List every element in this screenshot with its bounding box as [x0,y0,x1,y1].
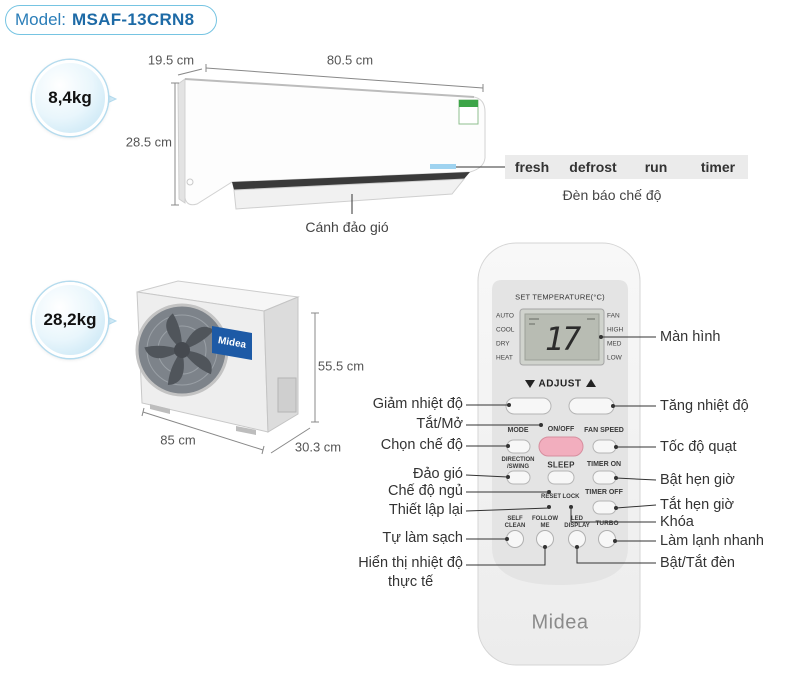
callout-sleep-mode: Chế độ ngủ [388,483,463,499]
callout-lines [465,336,657,566]
fan-level-fan: FAN [607,312,620,320]
led-display-button [568,530,586,548]
service-valves [277,377,297,413]
indicator-fresh: fresh [514,159,550,175]
indoor-depth-label: 19.5 cm [147,52,195,68]
mode-cool: COOL [496,326,515,334]
outdoor-height-label: 55.5 cm [317,358,365,374]
indoor-weight-badge: 8,4kg [32,60,108,136]
callout-on-off: Tắt/Mở [416,416,463,432]
fan-speed-button [592,439,617,454]
adjust-label: ADJUST [538,378,582,390]
callout-fan-speed: Tốc độ quạt [660,439,737,455]
timer-off-button-label: TIMER OFF [585,489,623,496]
timer-off-button [592,500,617,515]
fan-level-high: HIGH [607,326,624,334]
model-label: Model: [15,10,67,29]
indicator-strip [505,155,748,179]
fan-level-med: MED [607,340,622,348]
self-clean-button [506,530,524,548]
indoor-width-label: 80.5 cm [326,52,374,68]
callout-line-swing [465,474,509,478]
callout-reset: Thiết lập lại [388,502,463,518]
callout-line-follow-me [466,547,546,566]
timer-on-button [592,470,617,485]
callout-follow-me: Hiển thị nhiệt độ thực tế [358,555,463,590]
lock-pinhole [569,505,573,509]
callout-line-reset [465,507,550,512]
led-display-button-label: LED DISPLAY [564,516,590,529]
mode-button-label: MODE [507,427,529,434]
indicator-run: run [644,159,668,175]
indicator-defrost: defrost [569,159,617,175]
model-badge: Model: MSAF-13CRN8 [5,5,217,35]
callout-timer-off: Tắt hẹn giờ [660,497,734,513]
outdoor-brand-label [212,326,252,360]
swing-button [506,470,531,485]
indoor-height-label: 28.5 cm [125,134,172,150]
on-off-button [538,436,584,457]
fan-speed-button-label: FAN SPEED [584,427,624,434]
self-clean-button-label: SELF CLEAN [504,516,526,529]
callout-turbo: Làm lạnh nhanh [660,533,764,549]
turbo-button [598,530,616,548]
turbo-button-label: TURBO [595,520,619,527]
follow-me-button-label: FOLLOW ME [532,516,558,529]
adjust-up-button [568,397,615,415]
callout-screen: Màn hình [660,329,721,345]
callout-line-timer-on [615,477,657,481]
lcd-screen [524,313,600,361]
callout-line-lock [570,509,656,523]
outdoor-weight-badge: 28,2kg [32,282,108,358]
on-off-button-label: ON/OFF [547,426,575,433]
callout-led-toggle: Bật/Tắt đèn [660,555,735,571]
indoor-dimension-lines [171,64,484,206]
outdoor-unit [135,280,300,435]
outdoor-width-label: 85 cm [160,432,196,448]
sleep-button-label: SLEEP [547,460,575,470]
callout-decrease-temp: Giảm nhiệt độ [372,396,463,412]
timer-on-button-label: TIMER ON [586,461,622,468]
callout-dots [505,335,618,549]
adjust-down-button [505,397,552,415]
callout-line-led-toggle [576,547,656,564]
model-number: MSAF-13CRN8 [72,10,195,29]
outdoor-depth-label: 30.3 cm [294,439,342,455]
fan-blades [144,313,214,385]
callout-select-mode: Chọn chế độ [380,437,463,453]
indicator-window [430,164,456,169]
follow-me-button [536,530,554,548]
callout-self-clean: Tự làm sạch [382,530,463,546]
set-temperature-label: SET TEMPERATURE(°C) [515,292,605,302]
callout-increase-temp: Tăng nhiệt độ [660,398,749,414]
lcd-temperature: 17 [544,320,582,358]
fan-level-low: LOW [607,354,622,362]
lock-label: LOCK [562,494,580,500]
indicator-timer: timer [700,159,736,175]
louver-caption: Cánh đảo gió [305,219,389,235]
callout-swing: Đảo gió [413,466,463,482]
mode-button [506,439,531,454]
callout-lock: Khóa [660,514,694,530]
mode-heat: HEAT [496,354,513,362]
adjust-down-icon [525,380,535,388]
adjust-up-icon [586,379,596,387]
mode-auto: AUTO [496,312,514,320]
indoor-unit [177,78,486,210]
reset-label: RESET [540,494,562,500]
mode-dry: DRY [496,340,510,348]
callout-line-timer-off [615,504,657,509]
indicator-caption: Đèn báo chế độ [562,187,662,203]
remote-brand-logo: Midea [531,611,589,634]
callout-timer-on: Bật hẹn giờ [660,472,735,488]
swing-button-label: DIRECTION /SWING [501,457,535,470]
sleep-button [547,470,575,485]
outdoor-dimension-lines [141,312,319,455]
remote-control [477,242,641,666]
